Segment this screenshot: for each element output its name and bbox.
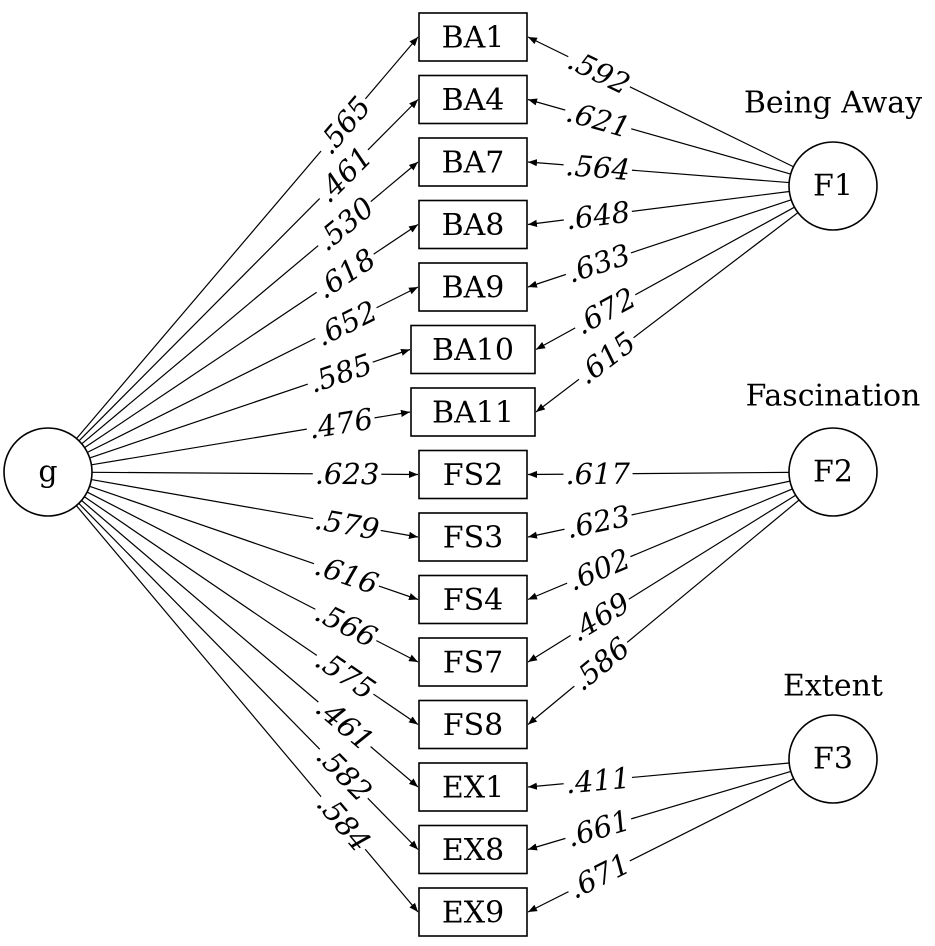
factor-loading-fs4: .602	[562, 542, 635, 598]
factor-label-f3: F3	[813, 742, 853, 777]
g-loading-ex1-bg	[307, 688, 383, 760]
factor-loading-ba4-bg	[560, 92, 637, 147]
indicator-box-ba7	[418, 137, 528, 187]
indicator-box-ba4	[418, 74, 528, 125]
factor-circle-f2	[788, 427, 878, 517]
factor-loading-ba7: .564	[564, 148, 631, 187]
indicator-box-ex1	[418, 762, 528, 812]
indicator-label-ex8: EX8	[442, 833, 504, 868]
g-loading-ba11-bg	[303, 400, 378, 447]
indicator-box-ba9	[418, 262, 528, 312]
g-loading-fs4-bg	[308, 546, 385, 603]
factor-loading-ba7-bg	[562, 146, 634, 189]
indicator-box-ba10	[410, 324, 536, 375]
indicator-box-fs7	[418, 637, 528, 687]
g-loading-fs2: .623	[315, 457, 380, 491]
indicator-label-ba11: BA11	[432, 396, 514, 431]
indicator-label-fs4: FS4	[443, 583, 503, 618]
g-loading-fs7-bg	[307, 592, 385, 657]
indicator-label-ba7: BA7	[442, 146, 505, 181]
factor-loading-ex9-bg	[560, 844, 638, 908]
g-loading-ba7: .530	[309, 190, 380, 257]
factor-title-f1: Being Away	[744, 86, 922, 121]
indicator-box-fs4	[418, 574, 528, 625]
g-loading-ba11: .476	[306, 402, 375, 446]
g-loading-ba1-bg	[307, 87, 380, 164]
factor-loading-fs8-bg	[562, 628, 639, 700]
g-loading-ba9-bg	[307, 291, 385, 355]
factor-loading-ex9: .671	[563, 846, 636, 905]
indicator-label-ex9: EX9	[442, 896, 504, 931]
factor-loading-ba10-bg	[566, 278, 644, 344]
general-factor-label: g	[38, 455, 57, 490]
factor-loading-fs4-bg	[560, 539, 638, 600]
factor-loading-ba11-bg	[567, 323, 645, 394]
indicator-label-fs3: FS3	[443, 521, 503, 556]
indicator-box-ex9	[418, 887, 528, 937]
factor-label-f2: F2	[813, 455, 853, 490]
g-loading-ba9: .652	[310, 294, 383, 353]
indicator-label-ba4: BA4	[442, 83, 505, 118]
factor-loading-fs2: .617	[565, 457, 630, 492]
factor-loading-ba8: .648	[564, 195, 632, 237]
factor-loading-fs7-bg	[560, 583, 639, 651]
indicator-label-ex1: EX1	[442, 771, 504, 806]
g-loading-ba8-bg	[306, 239, 384, 308]
indicator-label-fs7: FS7	[443, 646, 503, 681]
factor-label-f1: F1	[813, 169, 853, 204]
indicator-box-ba8	[418, 199, 528, 250]
indicator-label-fs8: FS8	[443, 708, 503, 743]
loadings-layer: .565.592.461.621.530.564.618.648.652.633…	[302, 40, 645, 908]
factor-circle-f1	[788, 141, 878, 231]
g-loading-fs2-bg	[312, 455, 382, 493]
g-loading-fs8-bg	[306, 640, 384, 709]
g-loading-ba4-bg	[307, 137, 382, 212]
factor-loading-ba8-bg	[561, 193, 635, 238]
factor-edge-fs8	[527, 499, 800, 725]
indicator-label-ba9: BA9	[442, 271, 505, 306]
g-loading-fs3: .579	[312, 502, 381, 547]
g-loading-ex9-bg	[307, 784, 380, 861]
indicator-label-fs2: FS2	[443, 458, 503, 493]
g-loading-ba7-bg	[306, 188, 383, 260]
g-loading-ex8-bg	[307, 736, 382, 811]
indicator-box-ba11	[410, 387, 536, 437]
factor-loading-ba1: .592	[562, 43, 635, 102]
factor-loading-ex1-bg	[562, 759, 634, 802]
indicator-label-ba10: BA10	[432, 333, 514, 368]
factor-title-f2: Fascination	[746, 379, 921, 414]
indicator-box-ex8	[418, 824, 528, 875]
factor-loading-fs2-bg	[563, 455, 633, 493]
g-loading-ba10-bg	[302, 345, 379, 402]
indicator-box-fs2	[418, 449, 528, 500]
factor-loading-ba9-bg	[560, 235, 637, 292]
factor-loading-fs3-bg	[560, 497, 636, 547]
factor-loading-ba4: .621	[562, 94, 633, 144]
indicator-label-ba8: BA8	[442, 208, 505, 243]
indicator-box-fs8	[418, 699, 528, 750]
general-factor-circle	[3, 427, 93, 517]
indicator-box-fs3	[418, 512, 528, 562]
factor-loading-ex8-bg	[560, 801, 637, 856]
g-loading-fs3-bg	[310, 500, 384, 549]
factor-loading-ba1-bg	[560, 40, 638, 104]
indicator-box-ba1	[418, 12, 528, 62]
g-loading-ex1: .461	[309, 690, 380, 758]
factor-title-f3: Extent	[783, 669, 883, 704]
factor-loading-fs3: .623	[563, 499, 633, 546]
g-loading-fs7: .566	[310, 595, 383, 655]
factor-circle-f3	[788, 714, 878, 804]
indicator-label-ba1: BA1	[442, 21, 505, 56]
factor-loading-ex1: .411	[564, 761, 631, 801]
